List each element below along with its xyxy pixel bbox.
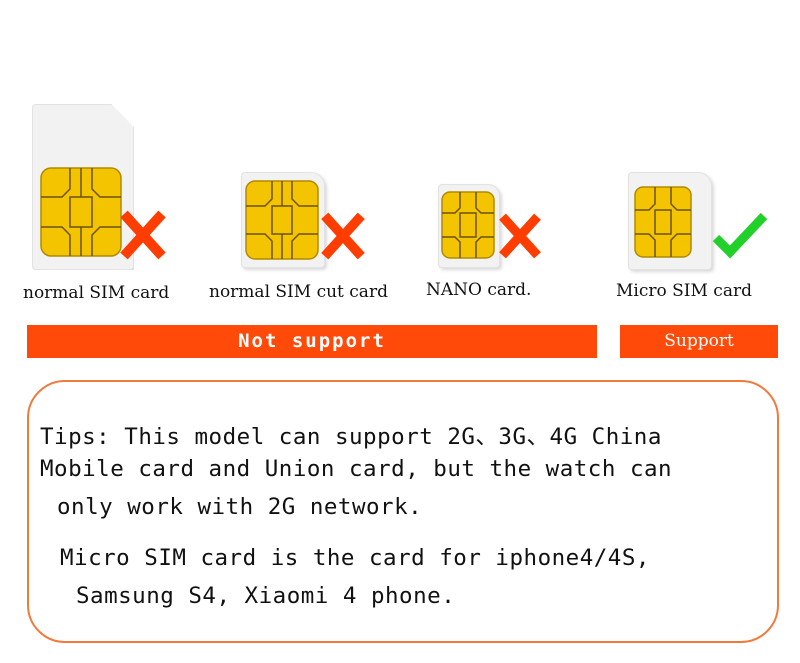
support-label: Support <box>664 331 734 351</box>
micro-sim-card-label: Micro SIM card <box>616 281 752 301</box>
tips-line-2: Mobile card and Union card, but the watc… <box>40 456 673 482</box>
cross-icon <box>499 213 541 259</box>
check-icon <box>712 212 768 259</box>
nano-card-label: NANO card. <box>426 280 532 300</box>
not-support-label: Not support <box>238 330 386 352</box>
normal-sim-cut-card-label: normal SIM cut card <box>209 282 388 302</box>
cross-icon <box>120 210 166 260</box>
sim-chip-icon <box>634 186 692 258</box>
support-bar: Support <box>620 325 778 358</box>
not-support-bar: Not support <box>27 325 597 358</box>
cross-icon <box>321 212 365 260</box>
tips-line-4: Micro SIM card is the card for iphone4/4… <box>60 545 650 571</box>
sim-chip-icon <box>40 167 122 257</box>
sim-chip-icon <box>441 191 495 259</box>
normal-sim-card-label: normal SIM card <box>23 283 170 303</box>
tips-line-1: Tips: This model can support 2G、3G、4G Ch… <box>40 424 662 450</box>
tips-line-3: only work with 2G network. <box>57 494 423 520</box>
sim-chip-icon <box>245 180 319 260</box>
tips-box <box>27 380 779 643</box>
tips-line-5: Samsung S4, Xiaomi 4 phone. <box>76 583 456 609</box>
